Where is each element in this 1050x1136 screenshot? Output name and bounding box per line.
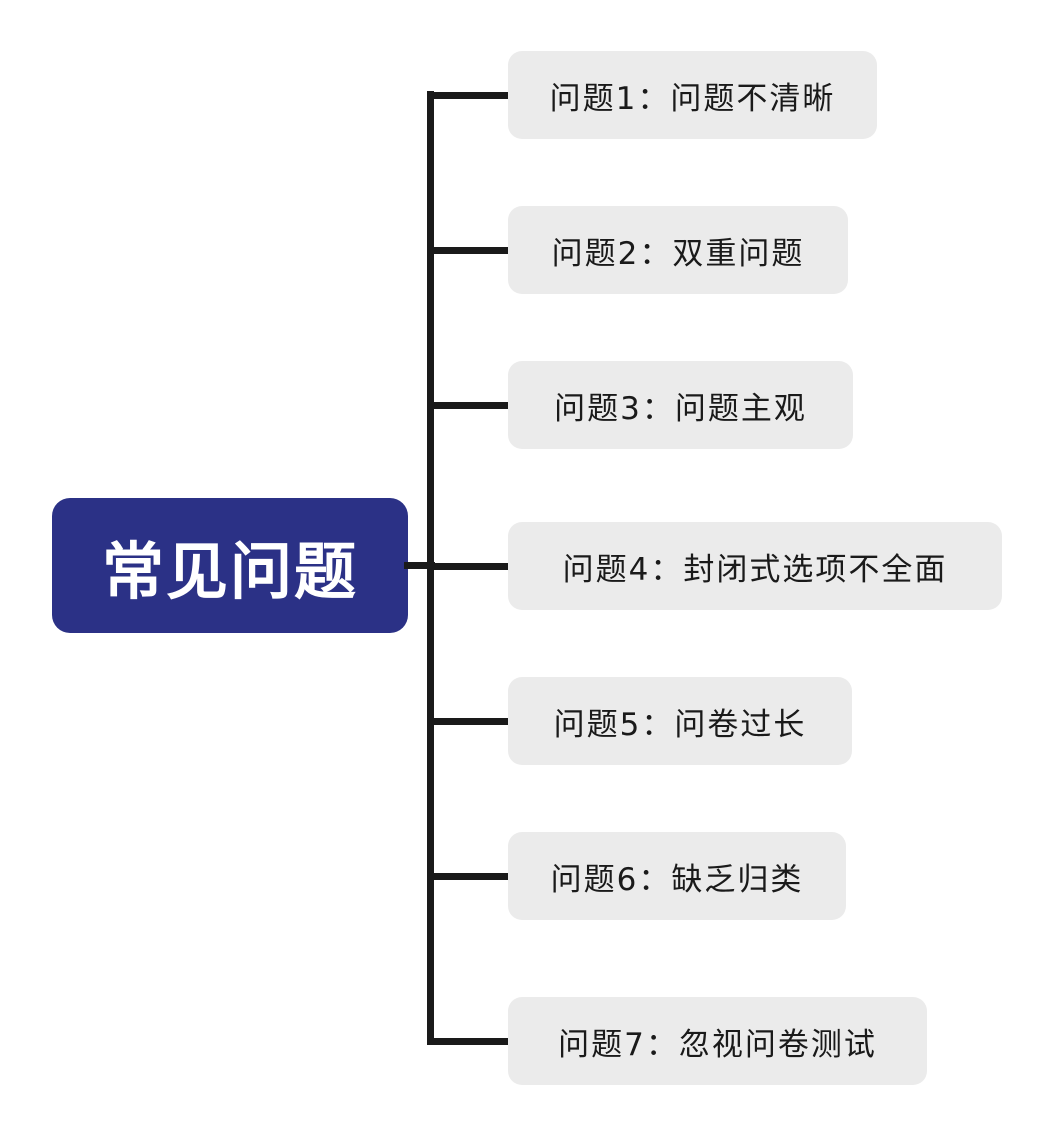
- branch-node-3[interactable]: 问题3：问题主观: [508, 361, 853, 449]
- branch-node-5[interactable]: 问题5：问卷过长: [508, 677, 852, 765]
- branch-connector-line-2: [427, 247, 508, 254]
- root-node[interactable]: 常见问题: [52, 498, 408, 633]
- branch-node-7[interactable]: 问题7：忽视问卷测试: [508, 997, 927, 1085]
- root-connector-line: [404, 562, 435, 569]
- branch-connector-line-6: [427, 873, 508, 880]
- branch-connector-line-5: [427, 718, 508, 725]
- branch-node-6[interactable]: 问题6：缺乏归类: [508, 832, 846, 920]
- branch-node-4[interactable]: 问题4：封闭式选项不全面: [508, 522, 1002, 610]
- branch-connector-line-4: [427, 563, 508, 570]
- branch-node-2[interactable]: 问题2：双重问题: [508, 206, 848, 294]
- branch-connector-line-7: [427, 1038, 508, 1045]
- branch-node-1[interactable]: 问题1：问题不清晰: [508, 51, 877, 139]
- branch-connector-line-1: [427, 92, 508, 99]
- branch-connector-line-3: [427, 402, 508, 409]
